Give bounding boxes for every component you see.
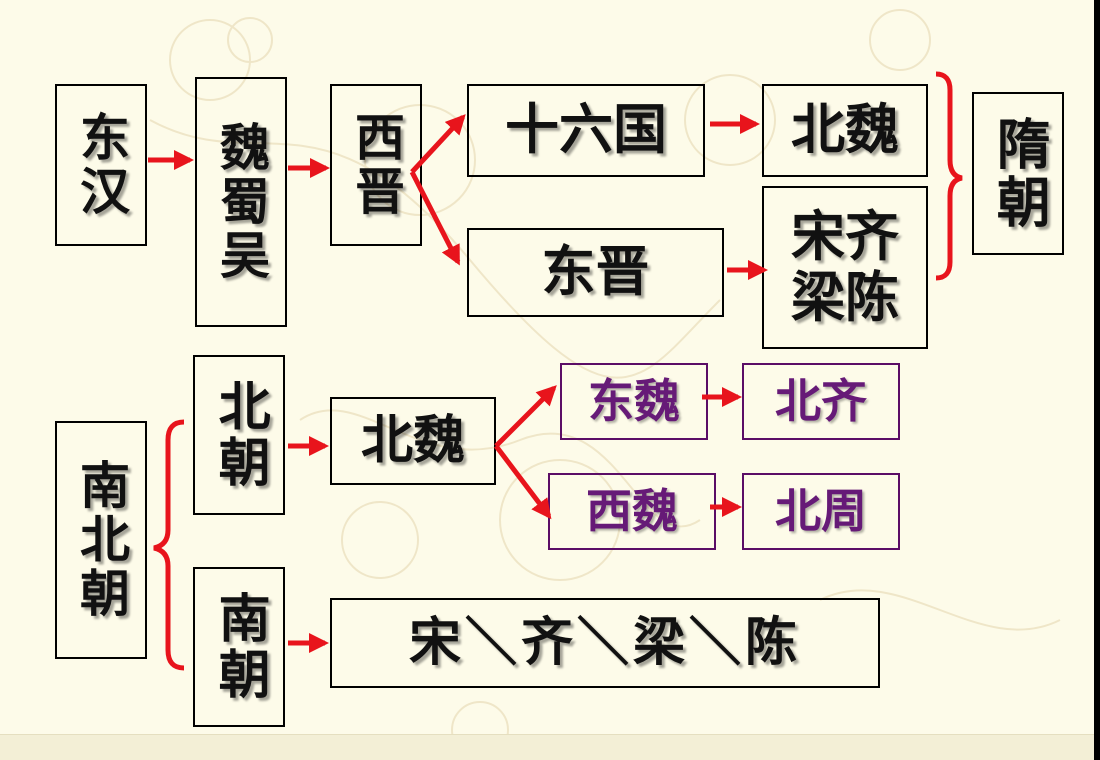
right-edge: [1094, 0, 1100, 760]
box-beiwei-bottom: 北魏: [330, 397, 496, 485]
box-wei-shu-wu: 魏蜀吴: [195, 77, 287, 327]
bottom-band: [0, 734, 1094, 760]
box-shiliuguo: 十六国: [467, 84, 705, 177]
box-suichao: 隋朝: [972, 92, 1064, 255]
box-dongjin: 东晋: [467, 228, 724, 317]
box-beiwei-top: 北魏: [762, 84, 928, 177]
box-dongwei: 东魏: [560, 363, 708, 440]
box-xiwei: 西魏: [548, 473, 716, 550]
arrow-xijin-to-shiliuguo: [410, 114, 466, 174]
brace-to-suichao: [935, 71, 963, 281]
box-beizhou: 北周: [742, 473, 900, 550]
box-donghan: 东汉: [55, 84, 147, 246]
box-beiqi: 北齐: [742, 363, 900, 440]
box-beichao: 北朝: [193, 355, 285, 515]
arrow-beiwei-to-xiwei: [494, 444, 552, 520]
arrow-xijin-to-dongjin: [409, 170, 461, 266]
arrow-beiwei-to-dongwei: [494, 385, 557, 448]
box-nanbeichao: 南北朝: [55, 421, 147, 659]
brace-nanbeichao: [153, 419, 185, 671]
box-southern-dynasties: 宋＼齐＼梁＼陈: [330, 598, 880, 688]
box-nanchao: 南朝: [193, 567, 285, 727]
